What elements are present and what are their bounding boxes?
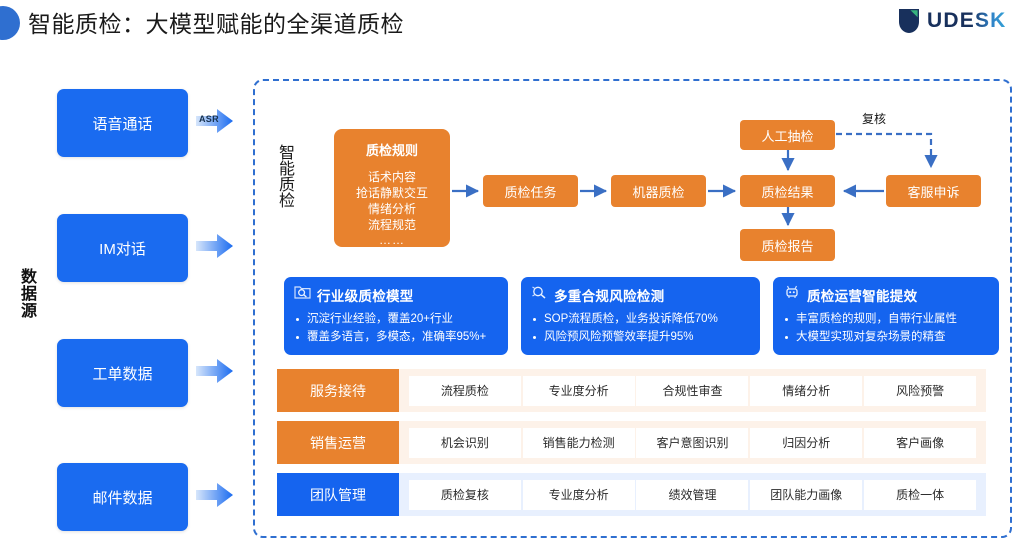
udesk-logo-text: UDESK (927, 9, 1007, 32)
rules-line: 抢话静默交互 (355, 186, 428, 200)
folder-search-icon (294, 284, 311, 305)
flow-node-qc-task[interactable]: 质检任务 (483, 175, 578, 207)
feature-card-title: 多重合规风险检测 (554, 288, 665, 304)
datasource-item-email[interactable]: 邮件数据 (57, 463, 188, 531)
matrix-cell[interactable]: 机会识别 (408, 427, 521, 458)
feature-card-bullets: SOP流程质检，业务投诉降低70% 风险预风险预警效率提升95% (531, 310, 750, 346)
decorative-circle (0, 6, 20, 40)
matrix-row: 团队管理 质检复核 专业度分析 绩效管理 团队能力画像 质检一体 (277, 473, 986, 516)
flow-node-machine-qc[interactable]: 机器质检 (611, 175, 706, 207)
feature-bullet: 覆盖多语言，多模态，准确率95%+ (294, 328, 498, 346)
feature-card-bullets: 沉淀行业经验，覆盖20+行业 覆盖多语言，多模态，准确率95%+ (294, 310, 498, 346)
feature-card-bullets: 丰富质检的规则，自带行业属性 大模型实现对复杂场景的精查 (783, 310, 989, 346)
datasource-item-voice[interactable]: 语音通话 (57, 89, 188, 157)
feature-card-header: 行业级质检模型 (294, 284, 498, 305)
flow-section-label: 智能质检 (276, 144, 293, 208)
datasource-item-im[interactable]: IM对话 (57, 214, 188, 282)
rules-ellipsis: …… (379, 233, 405, 247)
feature-card-operation-efficiency[interactable]: 质检运营智能提效 丰富质检的规则，自带行业属性 大模型实现对复杂场景的精查 (773, 277, 999, 355)
feature-bullet: 沉淀行业经验，覆盖20+行业 (294, 310, 498, 328)
matrix-row-header[interactable]: 销售运营 (277, 421, 399, 464)
datasource-label: 数据源 (18, 268, 35, 319)
rules-line: 情绪分析 (367, 202, 416, 216)
matrix-cell[interactable]: 归因分析 (750, 427, 863, 458)
rules-line: 流程规范 (367, 218, 416, 232)
matrix-cell[interactable]: 客户意图识别 (636, 427, 749, 458)
flow-node-manual-sampling[interactable]: 人工抽检 (740, 120, 835, 150)
flow-node-agent-appeal[interactable]: 客服申诉 (886, 175, 981, 207)
feature-card-header: 多重合规风险检测 (531, 284, 750, 305)
matrix-cell[interactable]: 风险预警 (864, 375, 977, 406)
matrix-row-cells: 流程质检 专业度分析 合规性审查 情绪分析 风险预警 (399, 375, 986, 406)
matrix-cell[interactable]: 合规性审查 (636, 375, 749, 406)
feature-bullet: 丰富质检的规则，自带行业属性 (783, 310, 989, 328)
matrix-cell[interactable]: 专业度分析 (522, 375, 635, 406)
feature-card-title: 行业级质检模型 (317, 288, 414, 304)
matrix-cell[interactable]: 质检复核 (408, 479, 521, 510)
matrix-cell[interactable]: 销售能力检测 (522, 427, 635, 458)
flow-node-qc-rules[interactable]: 质检规则 话术内容 抢话静默交互 情绪分析 流程规范 …… (334, 129, 450, 247)
feature-card-title: 质检运营智能提效 (807, 288, 918, 304)
matrix-cell[interactable]: 流程质检 (408, 375, 521, 406)
udesk-logo: UDESK (898, 8, 1007, 34)
asr-label: ASR (199, 114, 219, 124)
matrix-cell[interactable]: 情绪分析 (750, 375, 863, 406)
rules-title: 质检规则 (365, 143, 418, 158)
flow-arrow-icon (196, 107, 234, 135)
matrix-row: 服务接待 流程质检 专业度分析 合规性审查 情绪分析 风险预警 (277, 369, 986, 412)
edge-label-review: 复核 (862, 112, 887, 126)
feature-bullet: 风险预风险预警效率提升95% (531, 328, 750, 346)
flow-node-qc-result[interactable]: 质检结果 (740, 175, 835, 207)
flow-arrow-icon (196, 357, 234, 385)
matrix-cell[interactable]: 团队能力画像 (750, 479, 863, 510)
flow-node-qc-report[interactable]: 质检报告 (740, 229, 835, 261)
rules-list: 话术内容 抢话静默交互 情绪分析 流程规范 (356, 169, 428, 233)
flow-arrow-icon (196, 232, 234, 260)
matrix-row-cells: 机会识别 销售能力检测 客户意图识别 归因分析 客户画像 (399, 427, 986, 458)
matrix-row-header[interactable]: 团队管理 (277, 473, 399, 516)
robot-icon (783, 284, 801, 305)
risk-magnifier-icon (531, 284, 548, 305)
flow-arrow-icon (196, 481, 234, 509)
matrix-cell[interactable]: 客户画像 (864, 427, 977, 458)
datasource-item-ticket[interactable]: 工单数据 (57, 339, 188, 407)
matrix-cell[interactable]: 专业度分析 (522, 479, 635, 510)
matrix-row-header[interactable]: 服务接待 (277, 369, 399, 412)
matrix-cell[interactable]: 质检一体 (864, 479, 977, 510)
feature-card-industry-model[interactable]: 行业级质检模型 沉淀行业经验，覆盖20+行业 覆盖多语言，多模态，准确率95%+ (284, 277, 508, 355)
matrix-cell[interactable]: 绩效管理 (636, 479, 749, 510)
page-header: 智能质检：大模型赋能的全渠道质检 UDESK (0, 0, 1020, 58)
udesk-logo-mark (898, 8, 920, 34)
page-title: 智能质检：大模型赋能的全渠道质检 (28, 11, 404, 37)
matrix-row-cells: 质检复核 专业度分析 绩效管理 团队能力画像 质检一体 (399, 479, 986, 510)
feature-card-header: 质检运营智能提效 (783, 284, 989, 305)
feature-bullet: SOP流程质检，业务投诉降低70% (531, 310, 750, 328)
feature-bullet: 大模型实现对复杂场景的精查 (783, 328, 989, 346)
rules-line: 话术内容 (367, 170, 416, 184)
feature-card-compliance-risk[interactable]: 多重合规风险检测 SOP流程质检，业务投诉降低70% 风险预风险预警效率提升95… (521, 277, 760, 355)
matrix-row: 销售运营 机会识别 销售能力检测 客户意图识别 归因分析 客户画像 (277, 421, 986, 464)
